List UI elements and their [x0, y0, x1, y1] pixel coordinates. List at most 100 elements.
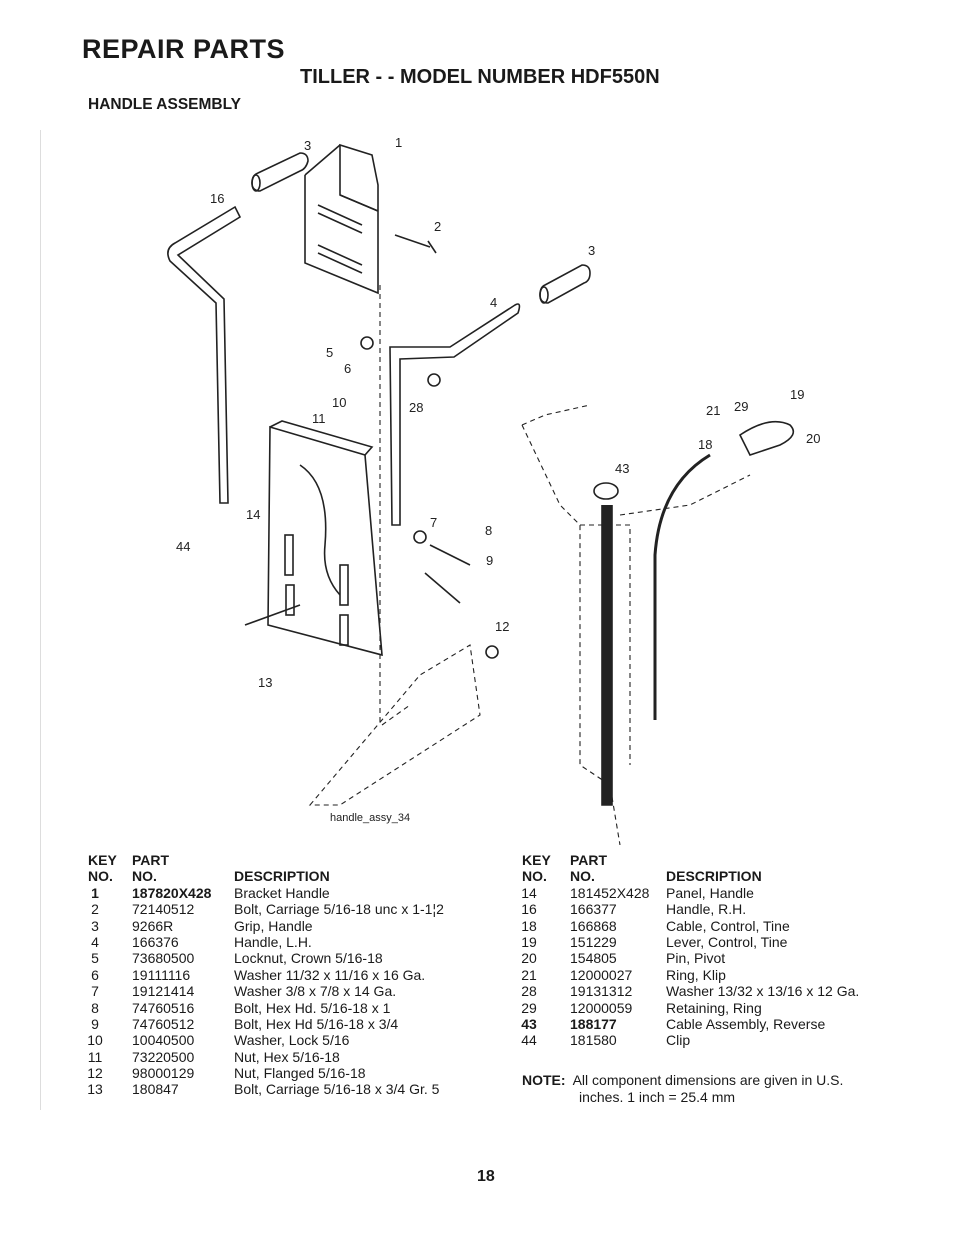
svg-text:1: 1 [395, 135, 402, 150]
part-key: 14 [521, 884, 537, 901]
svg-text:5: 5 [326, 345, 333, 360]
svg-text:10: 10 [332, 395, 346, 410]
part-number: 166376 [132, 933, 179, 950]
part-key: 2 [91, 901, 99, 918]
part-description: Lever, Control, Tine [666, 933, 788, 950]
part-number: 10040500 [132, 1032, 195, 1049]
parts-row: 12 98000129 Nut, Flanged 5/16-18 [87, 1065, 488, 1082]
part-key: 18 [521, 917, 537, 934]
svg-text:12: 12 [495, 619, 509, 634]
part-description: Washer 11/32 x 11/16 x 16 Ga. [234, 966, 426, 983]
parts-row: 10 10040500 Washer, Lock 5/16 [87, 1032, 488, 1049]
note: NOTE: All component dimensions are given… [522, 1072, 902, 1105]
part-key: 20 [521, 950, 537, 967]
diagram-caption: handle_assy_34 [330, 812, 410, 824]
part-number: 72140512 [132, 901, 195, 918]
part-key: 6 [91, 966, 99, 983]
part-key: 9 [91, 1015, 99, 1032]
carriage-bolt-illustration [244, 604, 301, 626]
part-description: Washer 13/32 x 13/16 x 12 Ga. [666, 983, 860, 1000]
note-line-1: All component dimensions are given in U.… [572, 1072, 844, 1088]
part-key: 4 [91, 933, 99, 950]
part-key: 43 [521, 1015, 537, 1032]
svg-text:3: 3 [304, 138, 311, 153]
part-description: Washer 3/8 x 7/8 x 14 Ga. [234, 983, 397, 1000]
svg-text:43: 43 [615, 461, 629, 476]
svg-text:44: 44 [176, 539, 190, 554]
svg-text:13: 13 [258, 675, 272, 690]
part-number: 19111116 [132, 966, 191, 983]
part-number: 12000059 [570, 999, 633, 1016]
svg-text:7: 7 [430, 515, 437, 530]
svg-text:2: 2 [434, 219, 441, 234]
part-number: 73680500 [132, 950, 195, 967]
part-number: 74760516 [132, 999, 195, 1016]
handle-panel-illustration [267, 420, 383, 657]
header-no: NO. [88, 868, 113, 885]
part-key: 7 [91, 983, 99, 1000]
part-description: Handle, R.H. [666, 901, 747, 918]
part-key: 5 [91, 950, 99, 967]
page-subtitle: TILLER - - MODEL NUMBER HDF550N [300, 66, 660, 88]
part-key: 3 [91, 917, 99, 934]
part-number: 151229 [570, 933, 617, 950]
tine-lever-illustration [738, 420, 795, 456]
page-number: 18 [477, 1168, 495, 1185]
header-part-no: NO. [570, 868, 595, 885]
section-title: HANDLE ASSEMBLY [88, 96, 242, 113]
part-key: 8 [91, 999, 99, 1016]
part-key: 19 [521, 933, 537, 950]
header-key: KEY [522, 852, 551, 868]
washer-illustration [413, 530, 427, 544]
part-number: 98000129 [132, 1065, 195, 1082]
part-description: Bolt, Carriage 5/16-18 unc x 1-1¦2 [234, 901, 444, 918]
part-number: 187820X428 [132, 884, 212, 901]
part-description: Nut, Hex 5/16-18 [234, 1048, 340, 1065]
svg-text:21: 21 [706, 403, 720, 418]
part-number: 9266R [132, 917, 174, 934]
part-number: 19131312 [570, 983, 633, 1000]
part-description: Washer, Lock 5/16 [234, 1032, 350, 1049]
handle-lh-illustration [389, 303, 521, 526]
note-label: NOTE: [522, 1072, 566, 1088]
reverse-cable-illustration [601, 505, 613, 806]
part-number: 188177 [570, 1015, 617, 1032]
parts-row: 2 72140512 Bolt, Carriage 5/16-18 unc x 1-… [88, 901, 488, 917]
header-part: PART [132, 852, 170, 868]
grip-left-illustration [251, 152, 309, 192]
part-number: 12000027 [570, 966, 633, 983]
part-key: 11 [87, 1048, 103, 1065]
part-key: 12 [87, 1065, 103, 1082]
header-part: PART [570, 852, 608, 868]
svg-text:3: 3 [588, 243, 595, 258]
part-key: 10 [87, 1032, 103, 1049]
bracket-handle-illustration [304, 143, 379, 295]
part-number: 180847 [132, 1081, 179, 1098]
part-description: Nut, Flanged 5/16-18 [234, 1065, 366, 1082]
part-key: 44 [521, 1032, 537, 1049]
part-description: Pin, Pivot [666, 950, 726, 967]
part-key: 16 [521, 901, 537, 918]
header-description: DESCRIPTION [666, 868, 762, 885]
part-description: Locknut, Crown 5/16-18 [234, 950, 383, 967]
part-description: Clip [666, 1032, 691, 1049]
svg-text:18: 18 [698, 437, 712, 452]
part-description: Bolt, Hex Hd. 5/16-18 x 1 [234, 999, 391, 1016]
parts-row: 8 74760516 Bolt, Hex Hd. 5/16-18 x 1 [88, 1000, 488, 1016]
scan-edge-line [40, 130, 41, 1110]
header-description: DESCRIPTION [234, 868, 330, 885]
